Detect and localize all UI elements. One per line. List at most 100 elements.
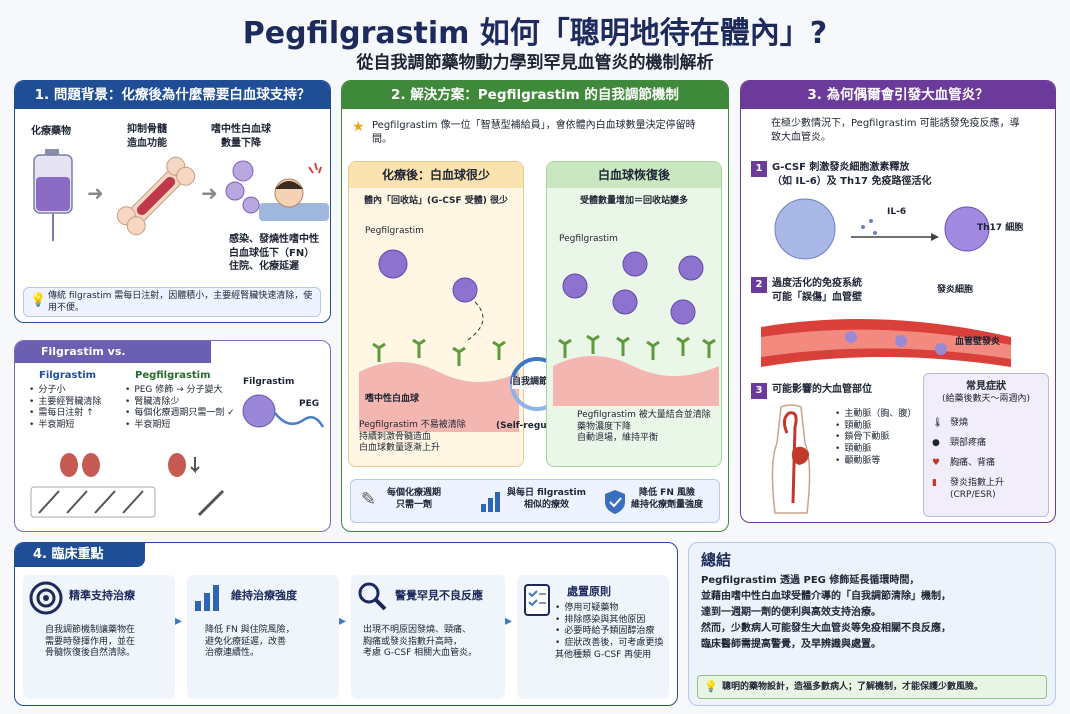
benefit-item: 降低 FN 風險 維持化療劑量強度 [631, 488, 704, 510]
list-item: 顳動脈等 [835, 456, 916, 468]
inflammatory-cell-label: 發炎細胞 [937, 285, 974, 295]
benefit-item: 每個化療週期 只需一劑 [387, 488, 442, 510]
card-title: 維持治療強度 [231, 589, 297, 602]
il6-label: IL-6 [887, 207, 907, 217]
molecule-label: Filgrastim [243, 377, 295, 387]
arrow-right-icon: ➜ [201, 181, 218, 205]
step-1-text: G-CSF 刺激發炎細胞激素釋放 （如 IL-6）及 Th17 免疫路徑活化 [772, 162, 932, 187]
th17-label: Th17 細胞 [977, 223, 1024, 233]
list-item: 需每日注射 ↑ [29, 408, 101, 420]
filgrastim-title: Filgrastim [39, 370, 97, 381]
magnifier-icon [358, 582, 387, 611]
low-wbc-sub: 體內「回收站」(G-CSF 受體) 很少 [363, 196, 509, 206]
vasculitis-intro: 在極少數情況下，Pegfilgrastim 可能誘發免疫反應，導致大血管炎。 [771, 118, 1020, 143]
bone-marrow-icon [116, 156, 196, 236]
benefit-item: 與每日 filgrastim 相似的療效 [507, 488, 586, 510]
management-list: 停用可疑藥物 排除感染與其他原因 必要時給予類固醇治療 症狀改善後，可考慮更換 … [555, 603, 667, 661]
lightbulb-icon: 💡 [704, 680, 718, 693]
vascular-sites-list: 主動脈（胸、腹） 頸動脈 鎖骨下動脈 頸動脈 顳動脈等 [835, 409, 916, 467]
high-wbc-sub: 受體數量增加＝回收站變多 [579, 196, 688, 206]
panel-solution-heading: 2. 解決方案：Pegfilgrastim 的自我調節機制 [342, 81, 728, 109]
list-item: 頸動脈 [835, 444, 916, 456]
arrow-right-icon: ➜ [87, 181, 104, 205]
aorta-illustration [771, 404, 811, 514]
clinical-card: 警覺罕見不良反應 出現不明原因發燒、頸痛、 胸痛或發炎指數升高時， 考慮 G-C… [351, 575, 505, 699]
step-2-text: 過度活化的免疫系統 可能「誤傷」血管壁 [772, 278, 862, 303]
card-text: 出現不明原因發燒、頸痛、 胸痛或發炎指數升高時， 考慮 G-CSF 相關大血管炎… [363, 625, 478, 659]
panel-summary: 總結 Pegfilgrastim 透過 PEG 修飾延長循環時間， 並藉由嗜中性… [688, 542, 1056, 706]
step-1: 1 G-CSF 刺激發炎細胞激素釋放 （如 IL-6）及 Th17 免疫路徑活化 [751, 161, 932, 188]
page-title: Pegfilgrastim 如何「聰明地待在體內」? [242, 16, 828, 51]
pegfilgrastim-list: PEG 修飾 → 分子變大 腎臟清除少 每個化療週期只需一劑 ✓ 半衰期短 [125, 385, 235, 432]
kidney-icon [60, 453, 100, 477]
high-wbc-title: 白血球恢復後 [547, 162, 721, 188]
target-icon [29, 581, 63, 615]
iv-bag-icon [33, 149, 73, 241]
neck-icon: ● [932, 438, 940, 448]
pegfilgrastim-title: Pegfilgrastim [135, 370, 211, 381]
star-icon: ★ [352, 119, 365, 135]
chest-icon: ♥ [932, 458, 941, 468]
peg-molecule-icon [242, 394, 325, 428]
thermometer-icon: 🌡 [932, 418, 944, 428]
il6-th17-illustration [774, 198, 990, 260]
low-receptor-illustration [359, 249, 519, 432]
bar-chart-icon [195, 585, 219, 611]
symptoms-sub: (給藥後數天～兩週內) [941, 393, 1031, 404]
right-note: Pegfilgrastim 被大量結合並清除 藥物濃度下降 自動退場，維持平衡 [577, 410, 711, 444]
panel-background-heading: 1. 問題背景：化療後為什麼需要白血球支持？ [15, 81, 330, 109]
comparison-heading: Filgrastim vs. Pegfilgrastim [15, 341, 211, 380]
symptoms-box: 常見症狀 (給藥後數天～兩週內) 🌡 發燒 ● 頸部疼痛 ♥ 胸痛、背痛 ▮ 發… [923, 373, 1049, 517]
card-text: 自我調節機制讓藥物在 需要時發揮作用，並在 骨髓恢復後自然清除。 [45, 625, 136, 659]
panel-clinical-heading: 4. 臨床重點 [15, 543, 145, 567]
clinical-card: 處置原則 停用可疑藥物 排除感染與其他原因 必要時給予類固醇治療 症狀改善後，可… [517, 575, 669, 699]
syringe-icon: ✎ [361, 489, 377, 510]
panel-solution: 2. 解決方案：Pegfilgrastim 的自我調節機制 ★ Pegfilgr… [341, 80, 729, 532]
marrow-label: 抑制骨髓 造血功能 [127, 124, 167, 149]
symptom-item: 頸部疼痛 [950, 438, 987, 448]
daily-injection-icons [30, 486, 156, 518]
symptom-item: 發炎指數上升 (CRP/ESR) [950, 478, 1005, 500]
high-receptor-illustration [553, 251, 719, 406]
symptom-item: 發燒 [950, 418, 969, 428]
benefits-bar: ✎ 每個化療週期 只需一劑 與每日 filgrastim 相似的療效 降低 FN… [350, 479, 720, 523]
bar-chart-icon [481, 492, 500, 512]
step-number: 3 [751, 383, 767, 399]
clinical-card: 精準支持治療 自我調節機制讓藥物在 需要時發揮作用，並在 骨髓恢復後自然清除。 [23, 575, 175, 699]
right-peg-label: Pegfilgrastim [559, 234, 618, 244]
left-peg-label: Pegfilgrastim [365, 226, 424, 236]
chevron-right-icon: ▸ [339, 613, 347, 629]
card-title: 警覺罕見不良反應 [395, 589, 483, 602]
self-regulating-en: (Self-regulating) [496, 421, 581, 431]
step-number: 2 [751, 277, 767, 293]
neutrophil-drop-label: 嗜中性白血球 數量下降 [211, 124, 271, 149]
list-item: 分子小 [29, 385, 101, 397]
list-item: 每個化療週期只需一劑 ✓ [125, 408, 234, 420]
chemo-label: 化療藥物 [31, 126, 71, 137]
list-item: 停用可疑藥物 [555, 603, 667, 615]
low-wbc-title: 化療後：白血球很少 [349, 162, 523, 188]
panel-clinical: 4. 臨床重點 精準支持治療 自我調節機制讓藥物在 需要時發揮作用，並在 骨髓恢… [14, 542, 678, 706]
high-wbc-box: 白血球恢復後 受體數量增加＝回收站變多 Pegfilgrastim Pegfil… [546, 161, 722, 467]
list-item: 半衰期短 [125, 420, 235, 432]
tip-text: 傳統 filgrastim 需每日注射，因體積小，主要經腎臟快速清除，使用不便。 [48, 291, 313, 313]
list-item: 腎臟清除少 [125, 397, 235, 409]
summary-text: Pegfilgrastim 透過 PEG 修飾延長循環時間， 並藉由嗜中性白血球… [701, 575, 951, 650]
list-item: PEG 修飾 → 分子變大 [125, 385, 235, 397]
symptoms-title: 常見症狀 [966, 381, 1006, 392]
card-title: 精準支持治療 [69, 589, 135, 602]
card-text: 降低 FN 與住院風險， 避免化療延遲，改善 治療連續性。 [205, 625, 295, 659]
summary-banner-text: 聰明的藥物設計，造福多數病人；了解機制，才能保護少數風險。 [722, 682, 984, 692]
list-item: 半衰期短 [29, 420, 101, 432]
step-3-text: 可能影響的大血管部位 [772, 384, 872, 395]
neutrophil-label: 嗜中性白血球 [365, 394, 420, 404]
list-item: 鎖骨下動脈 [835, 432, 916, 444]
panel-comparison: Filgrastim vs. Pegfilgrastim Filgrastim … [14, 340, 331, 532]
summary-banner: 💡 聰明的藥物設計，造福多數病人；了解機制，才能保護少數風險。 [697, 675, 1047, 699]
list-item: 主要經腎臟清除 [29, 397, 101, 409]
neutrophil-cells-icon [225, 160, 260, 214]
chevron-right-icon: ▸ [505, 613, 513, 629]
kidney-icon [168, 453, 200, 477]
checklist-icon [524, 584, 550, 616]
list-item: 排除感染與其他原因 [555, 615, 667, 627]
